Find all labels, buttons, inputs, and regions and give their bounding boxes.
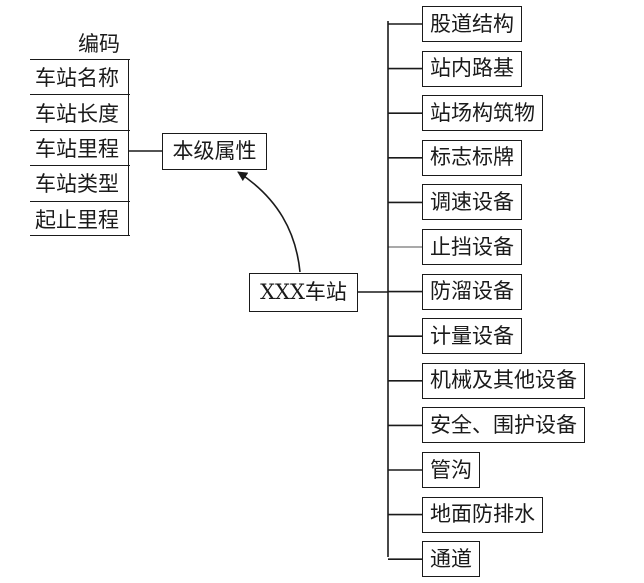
component-box: 地面防排水 xyxy=(422,496,543,533)
component-box: 标志标牌 xyxy=(422,139,522,176)
component-box: 管沟 xyxy=(422,452,480,488)
attr-item: 车站名称 xyxy=(30,59,130,94)
attr-item: 起止里程 xyxy=(30,200,130,236)
component-branches xyxy=(388,23,422,561)
component-box: 通道 xyxy=(422,541,480,578)
attr-item: 车站长度 xyxy=(30,94,130,129)
attr-box: 本级属性 xyxy=(162,133,267,170)
component-box: 计量设备 xyxy=(422,318,522,355)
component-box: 安全、围护设备 xyxy=(422,407,585,444)
component-box: 站内路基 xyxy=(422,50,522,87)
station-to-attr-arrow xyxy=(237,171,301,273)
attr-item: 车站里程 xyxy=(30,129,130,165)
attr-header: 编码 xyxy=(78,32,120,56)
attr-item: 车站类型 xyxy=(30,165,130,200)
component-box: 股道结构 xyxy=(422,6,522,42)
attr-list-bottom-rule xyxy=(30,235,130,236)
component-box: 机械及其他设备 xyxy=(422,362,585,399)
component-box: 防溜设备 xyxy=(422,273,522,310)
component-box: 调速设备 xyxy=(422,184,522,221)
component-box: 站场构筑物 xyxy=(422,95,543,132)
station-box: XXX车站 xyxy=(249,273,358,312)
attr-list-right-rule xyxy=(128,59,129,236)
component-box: 止挡设备 xyxy=(422,229,522,265)
